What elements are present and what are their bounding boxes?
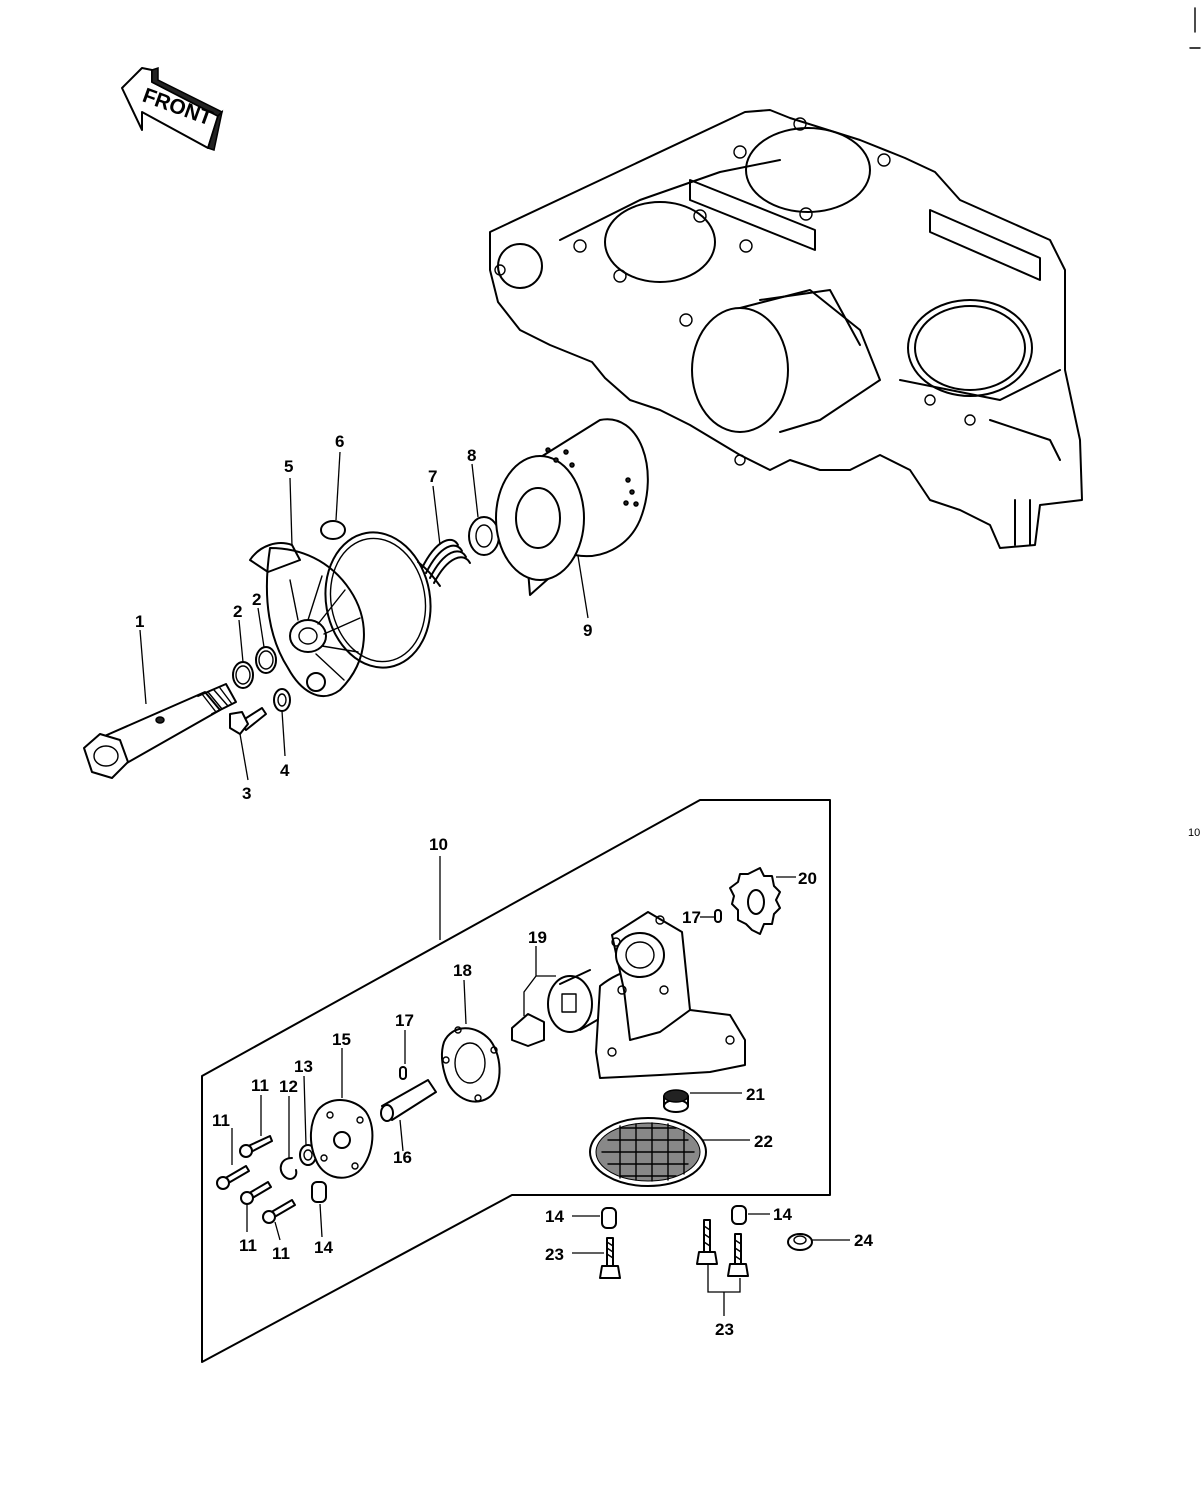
callout-14a: 14 xyxy=(314,1238,333,1257)
part-15-pump-cover xyxy=(310,1099,374,1179)
callout-17a: 17 xyxy=(395,1011,414,1030)
callout-5: 5 xyxy=(284,457,293,476)
callout-8: 8 xyxy=(467,446,476,465)
callout-16: 16 xyxy=(393,1148,412,1167)
margin-marks: 10 xyxy=(1188,7,1201,839)
part-24-grommet xyxy=(787,1233,813,1251)
margin-number: 10 xyxy=(1188,827,1200,839)
part-23-bolt-b xyxy=(696,1219,718,1265)
callout-1: 1 xyxy=(135,612,144,631)
part-11-screw-c xyxy=(240,1181,272,1205)
callouts: 1 2 2 3 4 5 6 7 8 9 10 11 11 11 11 12 13… xyxy=(135,432,873,1339)
part-11-screw-a xyxy=(239,1135,273,1158)
part-10-assembly-boundary xyxy=(201,799,831,1363)
callout-13: 13 xyxy=(294,1057,313,1076)
part-11-screw-d xyxy=(262,1199,296,1224)
callout-18: 18 xyxy=(453,961,472,980)
oil-pump-body xyxy=(595,911,746,1079)
callout-14b: 14 xyxy=(545,1207,564,1226)
part-19-inner-rotor xyxy=(511,1013,545,1047)
callout-20: 20 xyxy=(798,869,817,888)
callout-11d: 11 xyxy=(272,1244,290,1263)
callout-15: 15 xyxy=(332,1030,351,1049)
part-23-bolt-a xyxy=(599,1237,621,1279)
callout-10: 10 xyxy=(429,835,448,854)
callout-7: 7 xyxy=(428,467,437,486)
part-23-bolt-c xyxy=(727,1233,749,1277)
callout-2b: 2 xyxy=(252,590,261,609)
part-14-dowel-a xyxy=(311,1181,327,1203)
crankcase xyxy=(489,109,1083,549)
part-17-pin-a xyxy=(399,1066,407,1080)
callout-11b: 11 xyxy=(212,1111,230,1130)
callout-21: 21 xyxy=(746,1085,765,1104)
callout-14c: 14 xyxy=(773,1205,792,1224)
part-12-circlip xyxy=(279,1157,298,1180)
leader-lines xyxy=(139,451,850,1316)
part-6-o-ring xyxy=(320,520,432,669)
callout-3: 3 xyxy=(242,784,251,803)
part-4-washer xyxy=(273,688,291,712)
callout-22: 22 xyxy=(754,1132,773,1151)
callout-24: 24 xyxy=(854,1231,873,1250)
part-18-gasket xyxy=(440,1026,501,1103)
part-1-oil-filter-bolt xyxy=(83,683,237,779)
part-7-spring xyxy=(417,539,471,587)
part-21-plug xyxy=(663,1089,689,1113)
part-19-outer-rotor xyxy=(547,969,605,1033)
callout-2a: 2 xyxy=(233,602,242,621)
part-3-bolt xyxy=(229,707,267,735)
callout-11c: 11 xyxy=(239,1236,257,1255)
callout-23b: 23 xyxy=(715,1320,734,1339)
part-11-screw-b xyxy=(216,1165,250,1190)
part-20-sprocket xyxy=(729,867,781,935)
part-17-pin-b xyxy=(714,909,722,923)
part-22-strainer-screen xyxy=(589,1117,707,1187)
callout-11a: 11 xyxy=(251,1076,269,1095)
part-5-filter-cover xyxy=(249,542,365,697)
callout-17b: 17 xyxy=(682,908,701,927)
callout-9: 9 xyxy=(583,621,592,640)
callout-23a: 23 xyxy=(545,1245,564,1264)
part-16-pump-shaft xyxy=(380,1079,437,1122)
part-14-dowel-b xyxy=(601,1207,617,1229)
callout-4: 4 xyxy=(280,761,290,780)
callout-6: 6 xyxy=(335,432,344,451)
part-2-o-ring-a xyxy=(232,661,254,689)
part-14-dowel-c xyxy=(731,1205,747,1225)
part-2-o-ring-b xyxy=(255,646,277,674)
part-8-washer xyxy=(468,516,500,556)
part-9-oil-filter xyxy=(495,418,649,596)
front-arrow-icon: FRONT xyxy=(121,66,224,151)
callout-19: 19 xyxy=(528,928,547,947)
callout-12: 12 xyxy=(279,1077,298,1096)
